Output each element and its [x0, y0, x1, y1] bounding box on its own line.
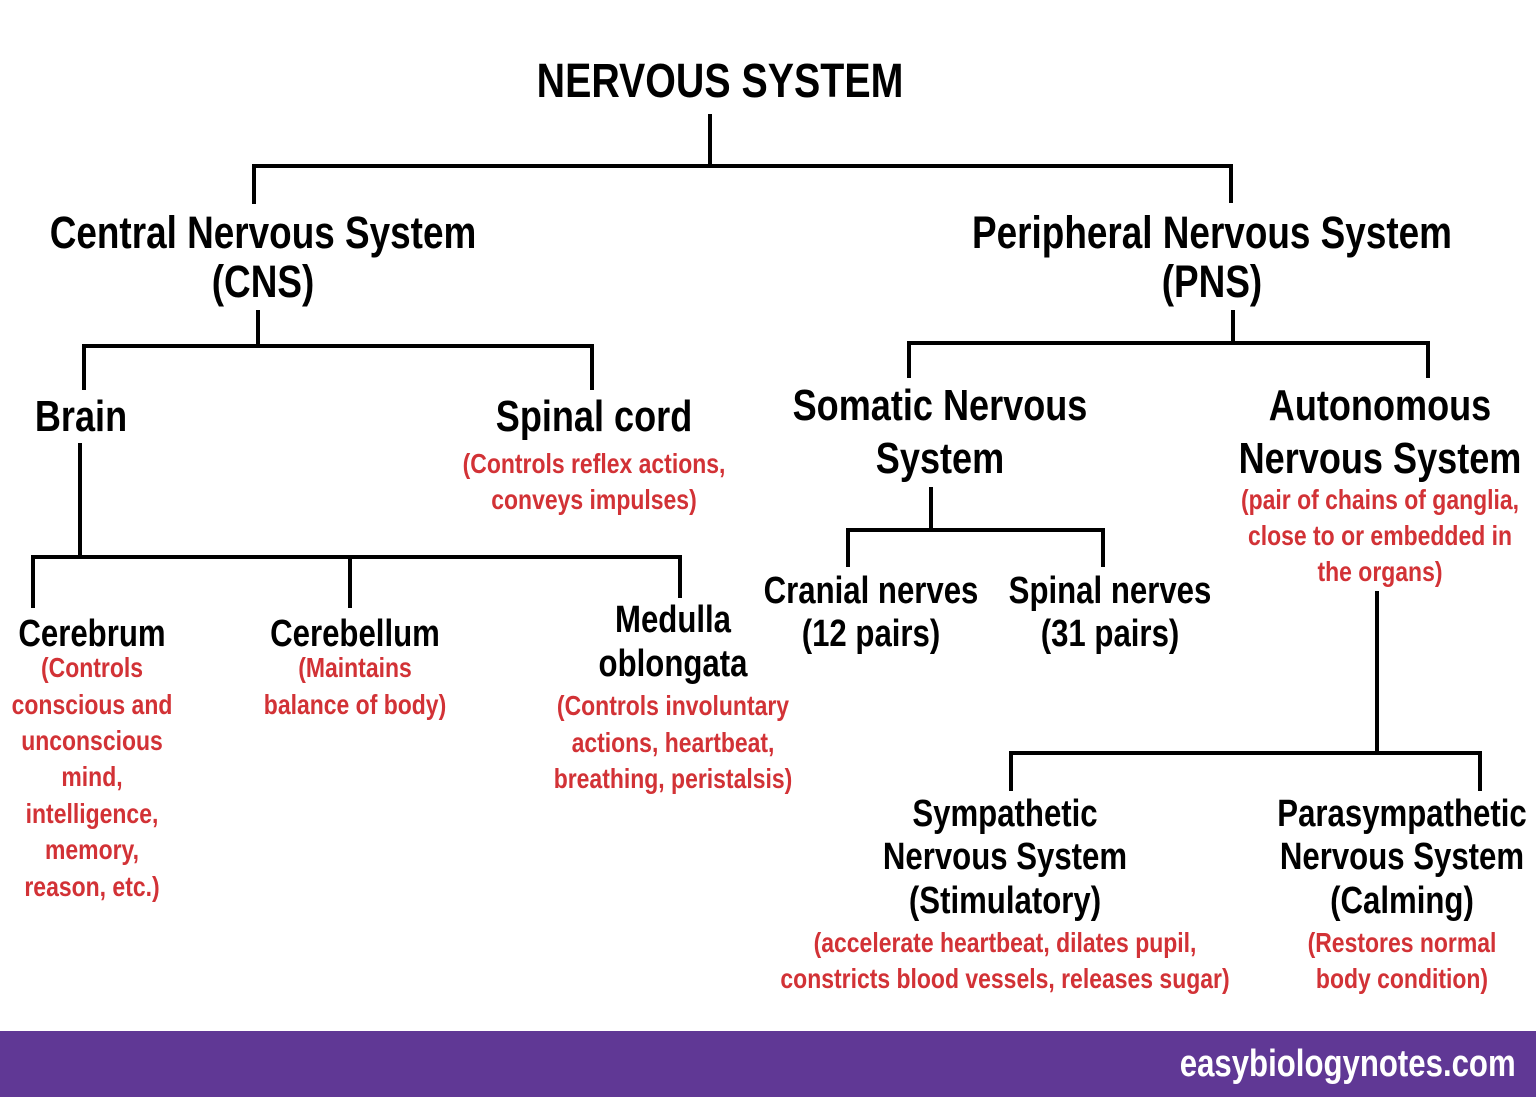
cerebrum-label: Cerebrum: [18, 613, 166, 655]
autonomous-note: (pair of chains of ganglia,close to or e…: [1240, 483, 1520, 588]
pns-label: Peripheral Nervous System(PNS): [972, 207, 1452, 308]
footer-bar: easybiologynotes.com: [0, 1031, 1536, 1097]
cns-label: Central Nervous System(CNS): [49, 207, 477, 308]
node-nervous-system: NERVOUS SYSTEM: [496, 55, 943, 109]
node-central-nervous-system: Central Nervous System(CNS): [3, 208, 523, 306]
cerebellum-label: Cerebellum: [270, 613, 440, 655]
node-peripheral-nervous-system: Peripheral Nervous System(PNS): [919, 208, 1504, 306]
spinal-cord-note: (Controls reflex actions,conveys impulse…: [462, 447, 726, 516]
node-spinal-cord: Spinal cord (Controls reflex actions,con…: [434, 391, 755, 519]
website-url: easybiologynotes.com: [1180, 1042, 1516, 1085]
node-brain: Brain: [25, 391, 137, 444]
cranial-nerves-label: Cranial nerves(12 pairs): [763, 570, 979, 656]
diagram-title: NERVOUS SYSTEM: [536, 55, 904, 108]
spinal-nerves-label: Spinal nerves(31 pairs): [1008, 570, 1212, 656]
node-cranial-nerves: Cranial nerves(12 pairs): [740, 570, 1002, 657]
tree-branch-lines: [31, 114, 1482, 791]
spinal-cord-label: Spinal cord: [495, 392, 693, 441]
brain-label: Brain: [34, 392, 128, 441]
sympathetic-note: (accelerate heartbeat, dilates pupil,con…: [780, 926, 1230, 995]
node-spinal-nerves: Spinal nerves(31 pairs): [986, 570, 1233, 657]
